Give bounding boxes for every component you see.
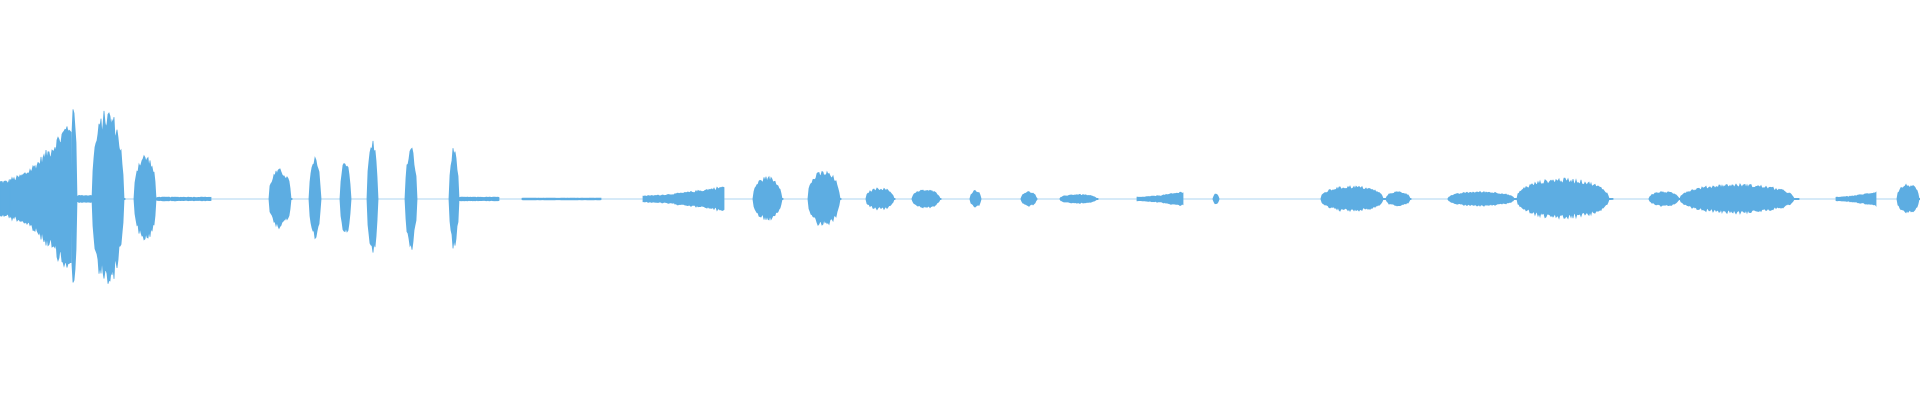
waveform-segment xyxy=(1896,183,1920,214)
waveform-segment xyxy=(969,189,982,208)
waveform-segment xyxy=(1447,190,1518,207)
waveform-segment xyxy=(448,148,460,249)
waveform-segment xyxy=(1385,191,1412,207)
waveform-segment xyxy=(1835,191,1877,207)
waveform-segment xyxy=(1679,183,1800,215)
waveform-segment xyxy=(156,196,212,202)
waveform-segment xyxy=(458,196,500,202)
waveform-segment xyxy=(911,189,942,209)
waveform-segment xyxy=(1648,191,1681,207)
waveform-segment xyxy=(865,187,896,211)
waveform-segment xyxy=(91,110,126,284)
waveform-segment xyxy=(642,186,725,212)
waveform-segment xyxy=(807,170,842,226)
waveform-trace xyxy=(0,109,1920,284)
waveform-segment xyxy=(308,156,322,240)
waveform-segment xyxy=(521,197,602,201)
waveform-segment xyxy=(268,168,293,230)
waveform-segment xyxy=(1320,185,1387,212)
waveform-segment xyxy=(1516,177,1614,220)
waveform-segment xyxy=(366,140,379,253)
waveform-segment xyxy=(1059,193,1099,204)
waveform-segment xyxy=(133,154,158,241)
waveform-segment xyxy=(9,126,72,268)
waveform-segment xyxy=(404,147,418,250)
waveform-segment xyxy=(1212,193,1220,205)
waveform-segment xyxy=(76,194,93,203)
waveform-segment xyxy=(0,179,11,219)
waveform-segment xyxy=(752,175,784,221)
waveform-segment xyxy=(1020,191,1038,207)
waveform-segment xyxy=(339,162,352,233)
waveform-segment xyxy=(1136,191,1184,206)
waveform-segment xyxy=(70,109,78,283)
